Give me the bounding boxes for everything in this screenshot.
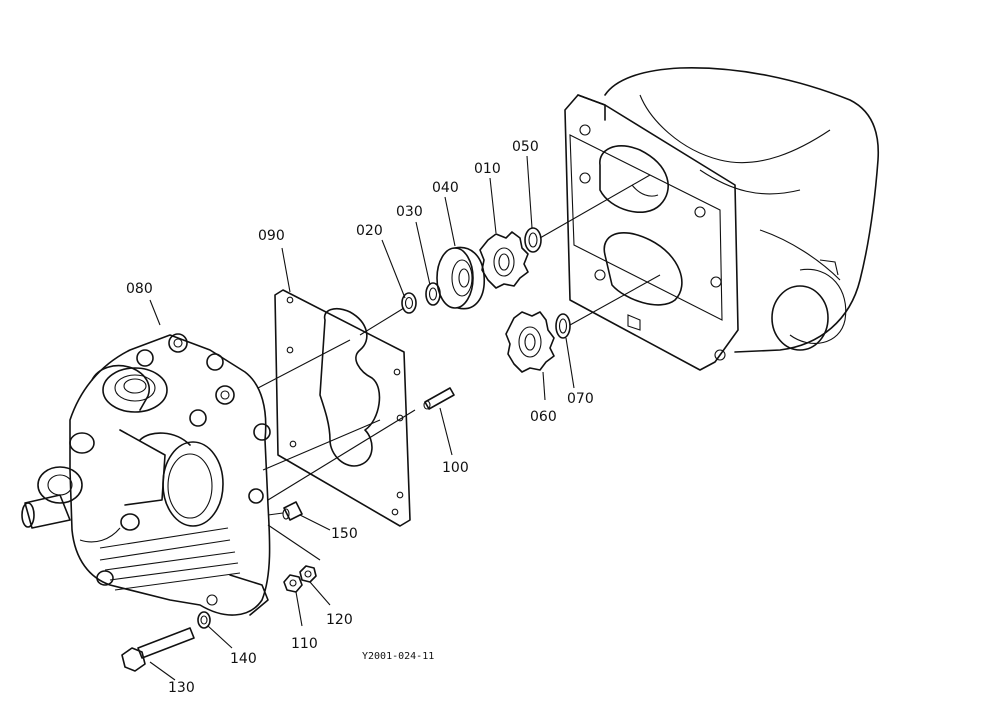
engine-housing <box>604 67 880 353</box>
callout-030: 030 <box>396 204 423 220</box>
callout-060: 060 <box>530 409 557 425</box>
washer-140 <box>197 611 211 629</box>
nut-110 <box>283 574 303 593</box>
callout-050: 050 <box>512 139 539 155</box>
callout-040: 040 <box>432 180 459 196</box>
gasket-090 <box>274 289 411 527</box>
gear-010 <box>479 231 529 289</box>
snap-ring-070 <box>555 313 571 339</box>
callout-080: 080 <box>126 281 153 297</box>
callout-110: 110 <box>291 636 318 652</box>
callout-130: 130 <box>168 680 195 696</box>
snap-ring-050 <box>524 227 542 253</box>
callout-020: 020 <box>356 223 383 239</box>
housing-flange-plate <box>564 94 739 371</box>
callout-070: 070 <box>567 391 594 407</box>
figure-reference: Y2001-024-11 <box>362 651 434 662</box>
circlip-020 <box>401 292 417 314</box>
stud-100 <box>423 387 455 410</box>
callout-120: 120 <box>326 612 353 628</box>
washer-030 <box>425 282 441 306</box>
assembly-lines <box>257 174 661 561</box>
pin-150 <box>282 501 303 521</box>
callout-150: 150 <box>331 526 358 542</box>
bolt-130 <box>121 627 195 672</box>
washer-120 <box>299 565 317 583</box>
gear-060 <box>505 311 555 373</box>
callouts: 080 090 020 030 040 010 050 060 070 100 … <box>126 139 594 696</box>
pump-body-080 <box>21 333 271 616</box>
callout-100: 100 <box>442 460 469 476</box>
callout-140: 140 <box>230 651 257 667</box>
callout-010: 010 <box>474 161 501 177</box>
callout-090: 090 <box>258 228 285 244</box>
bearing-040 <box>436 246 485 310</box>
leader-lines <box>149 155 575 681</box>
